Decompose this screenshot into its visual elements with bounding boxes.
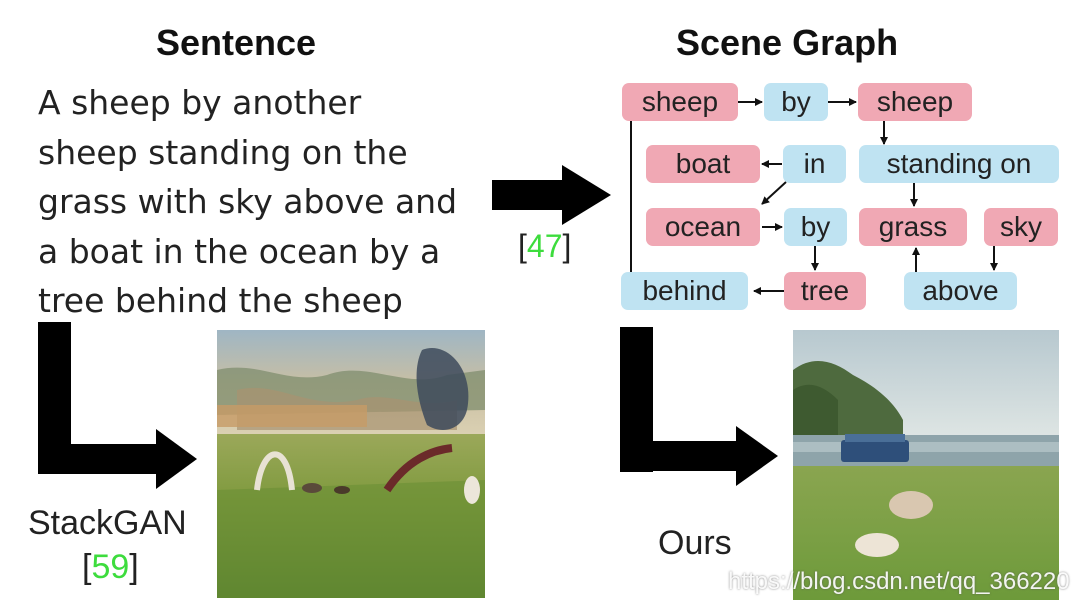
- stackgan-label: StackGAN: [28, 504, 187, 542]
- node-behind: behind: [621, 272, 748, 310]
- node-boat: boat: [646, 145, 760, 183]
- sentence-line: tree behind the sheep: [38, 281, 403, 320]
- node-tree: tree: [784, 272, 866, 310]
- input-sentence: A sheep by another sheep standing on the…: [38, 78, 470, 326]
- ours-output-image: [793, 330, 1059, 600]
- node-sky: sky: [984, 208, 1058, 246]
- stackgan-citation: [59]: [82, 548, 139, 586]
- stackgan-output-image: [217, 330, 485, 598]
- ours-label: Ours: [658, 524, 732, 562]
- node-ocean: ocean: [646, 208, 760, 246]
- node-standing-on: standing on: [859, 145, 1059, 183]
- scene-graph-heading: Scene Graph: [676, 22, 899, 63]
- citation-number: 47: [526, 228, 563, 264]
- node-grass: grass: [859, 208, 967, 246]
- node-by: by: [784, 208, 847, 246]
- node-in: in: [783, 145, 846, 183]
- watermark: https://blog.csdn.net/qq_366220: [728, 568, 1070, 595]
- sentence-heading: Sentence: [156, 22, 317, 63]
- node-sheep: sheep: [622, 83, 738, 121]
- node-sheep: sheep: [858, 83, 972, 121]
- node-above: above: [904, 272, 1017, 310]
- node-by: by: [764, 83, 828, 121]
- sentence-line: sheep standing on the: [38, 132, 408, 172]
- sentence-line: A sheep by another: [38, 83, 362, 122]
- ours-l-arrow: [620, 327, 778, 486]
- citation-number: 59: [91, 548, 130, 586]
- edge-in-ocean: [761, 181, 787, 205]
- big-right-arrow: [492, 165, 611, 225]
- sentence-line: a boat in the ocean by a: [38, 231, 441, 271]
- scene-graph-citation: [47]: [518, 228, 572, 264]
- stackgan-l-arrow: [38, 322, 197, 489]
- sentence-line: grass with sky above and: [38, 182, 458, 221]
- graph-edges: [627, 98, 998, 295]
